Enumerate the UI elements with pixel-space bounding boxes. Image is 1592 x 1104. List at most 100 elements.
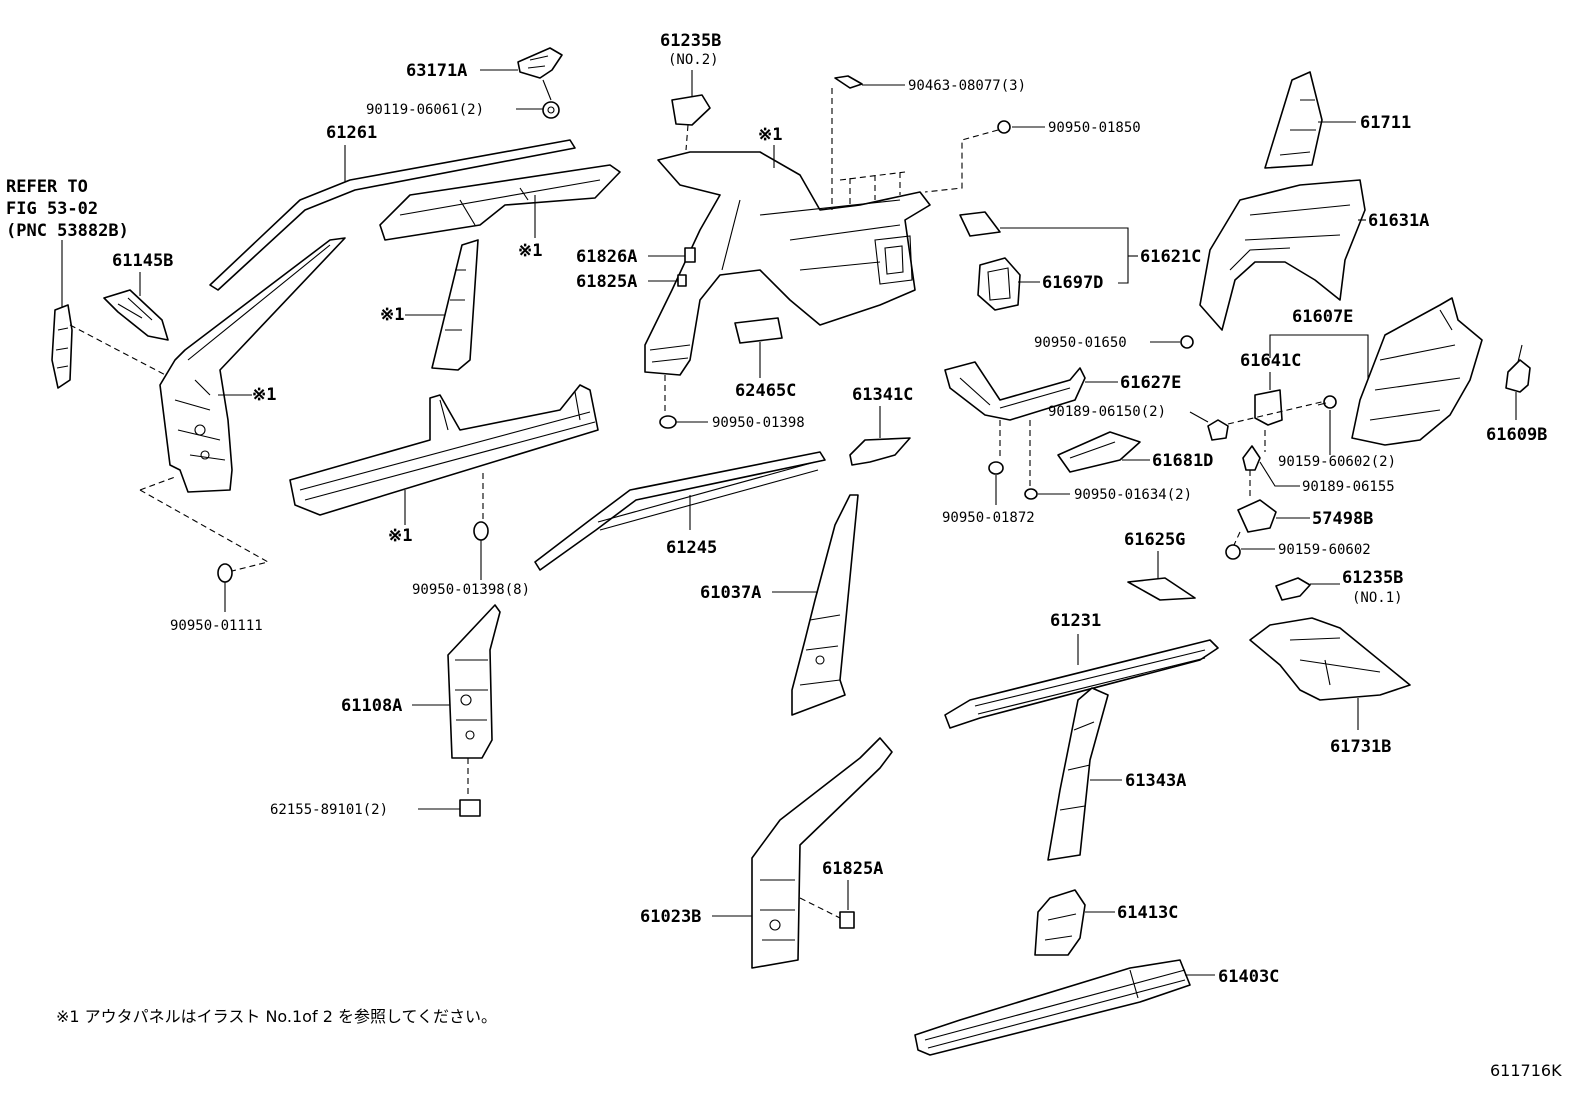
label-57498B: 57498B [1312,509,1373,529]
leader-90189-06150 [1189,411,1209,423]
part-90950-01650-plug [1180,335,1194,349]
label-61108A: 61108A [341,696,402,716]
dashed-link-90159-60602 [1233,531,1241,546]
part-90463-clip [834,75,863,89]
label-63171A: 63171A [406,61,467,81]
label-90950-01650: 90950-01650 [1034,335,1127,351]
part-61023B [751,737,893,969]
part-90189-06150-nut [1207,419,1229,441]
figure-code: 611716K [1490,1061,1562,1080]
part-90119-bolt [542,101,560,119]
label-90950-01634: 90950-01634(2) [1074,487,1192,503]
part-61631A [1199,179,1366,331]
part-90159-60602-bolt-2 [1317,395,1337,409]
part-61261-roof-rail [209,139,576,291]
part-61825A-top-pad [677,274,687,287]
label-90189-06155: 90189-06155 [1302,479,1395,495]
label-61627E: 61627E [1120,373,1181,393]
label-61711: 61711 [1360,113,1411,133]
label-90463-08077: 90463-08077(3) [908,78,1026,94]
label-61245: 61245 [666,538,717,558]
label-90950-01398: 90950-01398 [712,415,805,431]
part-61341C [849,437,911,466]
part-61609B [1505,344,1531,393]
part-61825A-bot-pad [839,911,855,929]
part-quarter-panel [644,151,931,376]
dashed-link-61235B-no2 [685,124,689,151]
part-61711 [1264,71,1323,169]
part-90950-01111-plug [217,563,233,583]
label-61826A: 61826A [576,247,637,267]
label-90950-01398-8: 90950-01398(8) [412,582,530,598]
part-roof-side-inner [379,164,621,241]
part-61627E [944,361,1086,421]
refer-line-2: FIG 53-02 [6,199,98,219]
label-61681D: 61681D [1152,451,1213,471]
part-57498B [1237,499,1277,533]
dashed-link-90463 [831,88,906,210]
part-center-pillar-upper [431,239,479,371]
part-90189-06155-clip [1242,445,1261,471]
label-61731B: 61731B [1330,737,1391,757]
part-90950-01850-plug [997,120,1011,134]
part-63171A [517,47,563,79]
label-61697D: 61697D [1042,273,1103,293]
part-61108A [447,604,501,759]
dashed-link-57498B [1249,430,1266,500]
part-61145B [103,289,169,341]
label-no2: (NO.2) [668,52,719,68]
leader-63171A-bolt [542,79,552,101]
footnote: ※1 アウタパネルはイラスト No.1of 2 を参照してください。 [56,1007,497,1026]
label-61037A: 61037A [700,583,761,603]
part-61235B-no2 [671,94,711,126]
dashed-link-61825A-bot [799,897,841,919]
refer-line-1: REFER TO [6,177,88,197]
part-61697D [977,257,1021,311]
label-61825A-top: 61825A [576,272,637,292]
label-61621C: 61621C [1140,247,1201,267]
label-61231: 61231 [1050,611,1101,631]
part-61413C [1034,889,1086,956]
label-61261: 61261 [326,123,377,143]
label-90119-06061: 90119-06061(2) [366,102,484,118]
part-61621C [959,211,1001,237]
part-61681D [1057,431,1141,473]
part-61607E [1351,297,1483,446]
mark-1-d: ※1 [388,526,412,546]
label-90950-01850: 90950-01850 [1048,120,1141,136]
part-53882B-bracket [51,304,73,389]
part-61641C [1254,389,1283,426]
label-61631A: 61631A [1368,211,1429,231]
label-90159-60602-2: 90159-60602(2) [1278,454,1396,470]
part-61037A [791,494,859,716]
label-61607E: 61607E [1292,307,1353,327]
part-90950-01398-plug-8 [473,521,489,541]
part-61826A-pad [684,247,696,263]
part-61231-rail [944,639,1219,729]
dashed-link-a-pillar [139,476,270,573]
label-61641C: 61641C [1240,351,1301,371]
part-61403C [914,959,1191,1056]
label-61343A: 61343A [1125,771,1186,791]
label-61403C: 61403C [1218,967,1279,987]
dashed-link-90159 [1227,399,1331,425]
leader-61607E-bracket [1269,334,1369,400]
part-90950-01872-plug [988,461,1004,475]
label-90950-01872: 90950-01872 [942,510,1035,526]
mark-1-c: ※1 [380,305,404,325]
mark-1-a: ※1 [252,385,276,405]
part-62465C-pad [734,317,783,344]
label-61145B: 61145B [112,251,173,271]
label-no1: (NO.1) [1352,590,1403,606]
mark-1-e: ※1 [758,125,782,145]
leader-90189-06155 [1259,461,1300,487]
label-61609B: 61609B [1486,425,1547,445]
part-61235B-no1 [1275,577,1311,601]
label-62155-89101: 62155-89101(2) [270,802,388,818]
part-62155-pad [459,799,481,817]
part-90950-01634-plug [1024,488,1038,500]
part-61343A [1047,687,1109,861]
part-90950-01398-plug [659,415,677,429]
label-90189-06150: 90189-06150(2) [1048,404,1166,420]
